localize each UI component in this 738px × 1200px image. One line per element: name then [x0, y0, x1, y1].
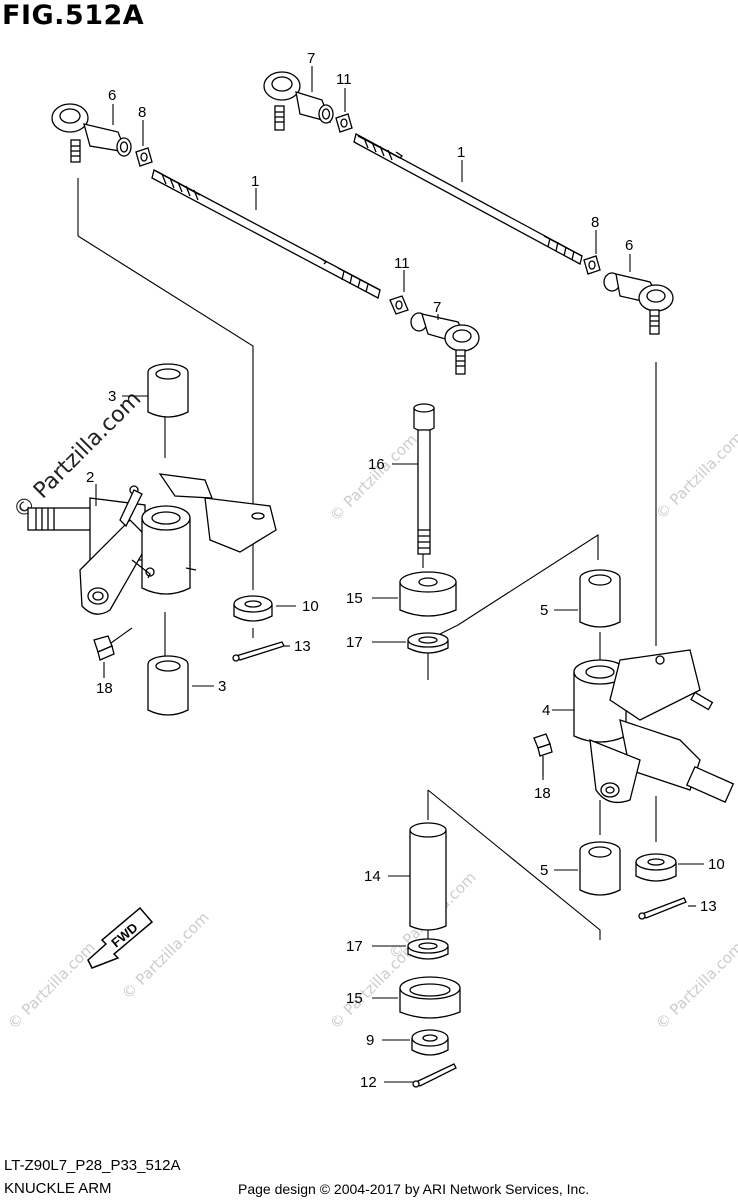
- callout-5a: 5: [540, 602, 548, 619]
- tie-rod-1b: [353, 133, 583, 265]
- nut-8a: [135, 147, 153, 167]
- tie-rod-1a: [151, 169, 381, 299]
- callout-8a: 8: [138, 104, 146, 121]
- callout-1a: 1: [251, 173, 259, 190]
- callout-12: 12: [360, 1074, 377, 1091]
- spacer-15a: [399, 571, 457, 617]
- callout-7b: 7: [307, 50, 315, 67]
- washer-17a: [407, 632, 449, 654]
- watermark-left-bottom: © Partzilla.com: [4, 938, 99, 1033]
- nut-10b: [635, 853, 677, 882]
- nut-8b: [583, 255, 601, 275]
- tie-rod-end-6a: [51, 103, 132, 163]
- bushing-5-bottom: [579, 841, 621, 896]
- nut-11b: [335, 113, 353, 133]
- tie-rod-end-7a: [410, 312, 480, 375]
- spacer-15b: [399, 976, 461, 1019]
- callout-14: 14: [364, 868, 381, 885]
- callout-17a: 17: [346, 634, 363, 651]
- callout-7a: 7: [433, 299, 441, 316]
- nut-11a: [389, 295, 409, 315]
- cotter-pin-13b: [638, 897, 687, 920]
- fwd-arrow: FWD: [87, 906, 154, 969]
- callout-6a: 6: [108, 87, 116, 104]
- footer-model-code: LT-Z90L7_P28_P33_512A: [4, 1157, 181, 1174]
- bushing-5-top: [579, 569, 621, 628]
- callout-leaders: [95, 66, 704, 1083]
- callout-3a: 3: [108, 388, 116, 405]
- callout-16: 16: [368, 456, 385, 473]
- callout-10a: 10: [302, 598, 319, 615]
- footer-section-name: KNUCKLE ARM: [4, 1180, 112, 1197]
- callout-18b: 18: [534, 785, 551, 802]
- callout-17b: 17: [346, 938, 363, 955]
- callout-5b: 5: [540, 862, 548, 879]
- callout-6b: 6: [625, 237, 633, 254]
- tie-rod-end-6b: [603, 272, 674, 335]
- bushing-3-top: [147, 363, 189, 418]
- tie-rod-end-7b: [263, 71, 334, 131]
- callout-13b: 13: [700, 898, 717, 915]
- callout-4: 4: [542, 702, 550, 719]
- nut-10a: [233, 595, 273, 622]
- knuckle-4: [573, 649, 735, 804]
- grease-nipple-18a: [93, 635, 115, 661]
- callout-11b: 11: [336, 71, 352, 88]
- callout-9: 9: [366, 1032, 374, 1049]
- bolt-16: [413, 403, 435, 555]
- knuckle-2: [27, 473, 277, 615]
- nut-9: [411, 1029, 449, 1056]
- washer-17b: [407, 938, 449, 960]
- callout-1b: 1: [457, 144, 465, 161]
- callout-18a: 18: [96, 680, 113, 697]
- callout-2: 2: [86, 469, 94, 486]
- watermark-right: © Partzilla.com: [652, 428, 738, 523]
- callout-11a: 11: [394, 255, 410, 272]
- footer-credit: Page design © 2004-2017 by ARI Network S…: [238, 1181, 590, 1197]
- callout-15a: 15: [346, 590, 363, 607]
- grease-nipple-18b: [533, 733, 553, 757]
- watermark-center: © Partzilla.com: [326, 430, 421, 525]
- pin-14: [409, 822, 447, 931]
- callout-3b: 3: [218, 678, 226, 695]
- callout-8b: 8: [591, 214, 599, 231]
- watermark-right-bottom: © Partzilla.com: [652, 938, 738, 1033]
- callout-labels: 6 8 1 11 7 7 11 1 8 6 3 2 16 15 10 5 17 …: [86, 50, 725, 1091]
- cotter-pin-13a: [232, 641, 285, 662]
- bushing-3-bottom: [147, 655, 189, 716]
- cotter-pin-12: [412, 1063, 457, 1088]
- figure-title: FIG.512A: [2, 0, 145, 31]
- callout-15b: 15: [346, 990, 363, 1007]
- callout-10b: 10: [708, 856, 725, 873]
- callout-13a: 13: [294, 638, 311, 655]
